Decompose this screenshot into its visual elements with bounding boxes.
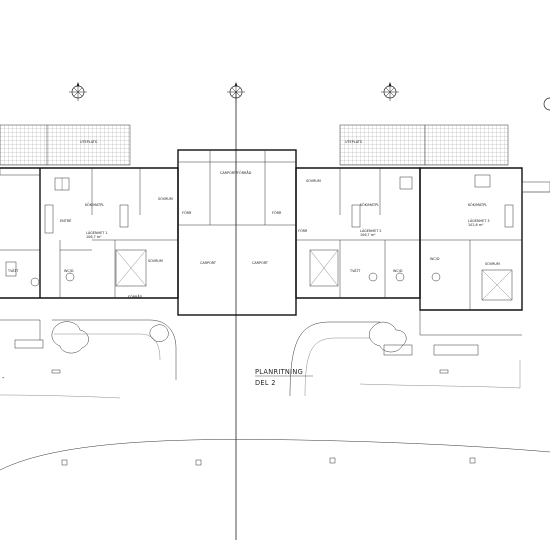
carport-label-right: CARPORT [252,261,269,265]
carport-block: CARPORT/FÖRRÅD CARPORT CARPORT FÖRR FÖRR [177,149,297,316]
drawing-title-line2: DEL 2 [255,379,276,387]
svg-text:KÖK/MATPL: KÖK/MATPL [468,202,487,207]
drawing-title-line1: PLANRITNING [255,368,303,376]
svg-text:SOVRUM: SOVRUM [148,259,163,263]
unit-middle-area: 106,7 m² [360,233,376,237]
svg-text:SOVRUM: SOVRUM [306,179,321,183]
svg-text:SOVRUM: SOVRUM [158,197,173,201]
unit-right-name: LÄGENHET 3 [468,218,490,223]
svg-text:ENTRÉ: ENTRÉ [60,218,71,223]
unit-right: LÄGENHET 3 102,6 m² KÖK/MATPL WC/D SOVRU… [419,167,550,311]
carport-label-left: CARPORT [200,261,217,265]
svg-text:TVÄTT: TVÄTT [7,268,19,273]
north-arrow-icon [68,81,88,102]
unit-middle-name: LÄGENHET 2 [360,228,382,233]
unit-left-name: LÄGENHET 1 [86,230,108,235]
svg-text:UTEPLATS: UTEPLATS [80,140,97,144]
left-partial-mark: - [2,374,5,382]
svg-text:TVÄTT: TVÄTT [349,268,361,273]
unit-left: UTEPLATS KÖK/MATPL SOVRUM LÄGENHET 1 106… [0,124,179,299]
unit-middle: UTEPLATS SOVRUM KÖK/MATPL LÄGENHET 2 106… [295,124,509,299]
svg-text:UTEPLATS: UTEPLATS [345,140,362,144]
svg-text:SOVRUM: SOVRUM [485,262,500,266]
svg-text:FÖRRÅD: FÖRRÅD [128,294,143,299]
north-arrow-icon [543,97,550,111]
svg-text:FÖRR: FÖRR [182,210,192,215]
north-arrow-icon [380,81,400,102]
garage-label: CARPORT/FÖRRÅD [220,170,252,175]
unit-right-area: 102,6 m² [468,223,484,227]
site-landscape [0,319,550,471]
svg-text:FÖRR: FÖRR [298,228,308,233]
svg-text:WC/D: WC/D [430,257,440,261]
unit-left-area: 106,7 m² [86,235,102,239]
svg-text:FÖRR: FÖRR [272,210,282,215]
svg-text:KÖK/MATPL: KÖK/MATPL [360,202,379,207]
svg-text:KÖK/MATPL: KÖK/MATPL [85,202,104,207]
svg-text:WC/D: WC/D [393,269,403,273]
svg-text:WC/D: WC/D [64,269,74,273]
